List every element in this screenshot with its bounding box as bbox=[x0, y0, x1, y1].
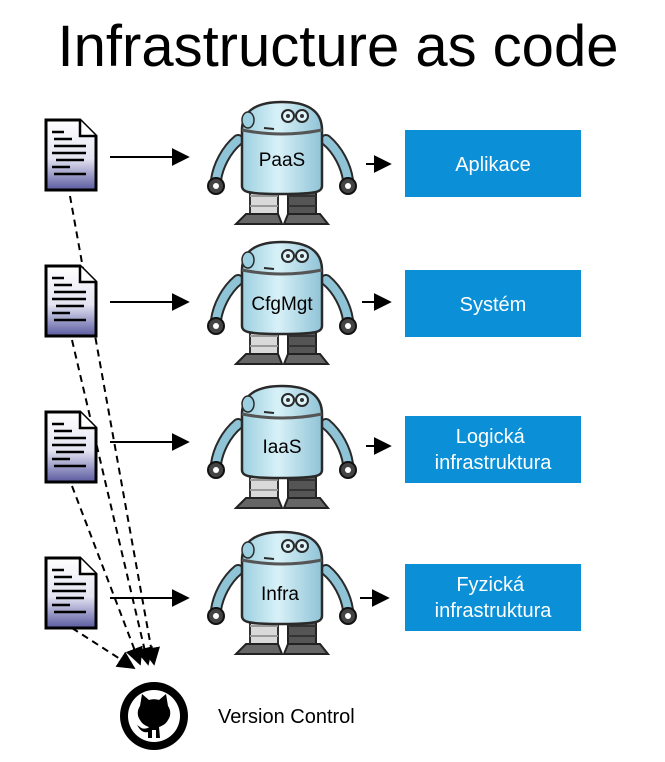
version-control: Version Control bbox=[120, 682, 355, 750]
target-box bbox=[405, 130, 581, 197]
target-box-label: Aplikace bbox=[455, 154, 531, 176]
robot-label: IaaS bbox=[262, 437, 301, 458]
layer-row-iaas: IaaS Logická infrastruktura bbox=[44, 386, 581, 508]
vc-arrow-1 bbox=[69, 195, 160, 666]
target-box bbox=[405, 564, 581, 631]
page-title: Infrastructure as code bbox=[58, 14, 619, 79]
robot-label: PaaS bbox=[259, 150, 305, 171]
github-octocat-icon bbox=[120, 682, 188, 750]
robot-label: Infra bbox=[261, 584, 299, 605]
vc-arrow-4 bbox=[71, 627, 136, 669]
version-control-label: Version Control bbox=[218, 706, 355, 728]
vc-arrow-3 bbox=[71, 485, 143, 666]
document-icon bbox=[44, 410, 98, 484]
robot-label: CfgMgt bbox=[251, 294, 313, 315]
document-icon bbox=[44, 556, 98, 630]
layer-row-paas: PaaS Aplikace bbox=[44, 102, 581, 224]
document-icon bbox=[44, 118, 98, 192]
target-box-label: Logická infrastruktura bbox=[435, 426, 553, 474]
target-box-label: Systém bbox=[460, 294, 527, 316]
layer-row-cfgmgt: CfgMgt Systém bbox=[44, 242, 581, 364]
vc-arrows bbox=[69, 195, 160, 669]
target-box bbox=[405, 416, 581, 483]
target-box bbox=[405, 270, 581, 337]
target-box-label: Fyzická infrastruktura bbox=[435, 574, 553, 622]
vc-arrow-2 bbox=[71, 339, 154, 666]
layer-row-infra: Infra Fyzická infrastruktura bbox=[44, 532, 581, 654]
document-icon bbox=[44, 264, 98, 338]
